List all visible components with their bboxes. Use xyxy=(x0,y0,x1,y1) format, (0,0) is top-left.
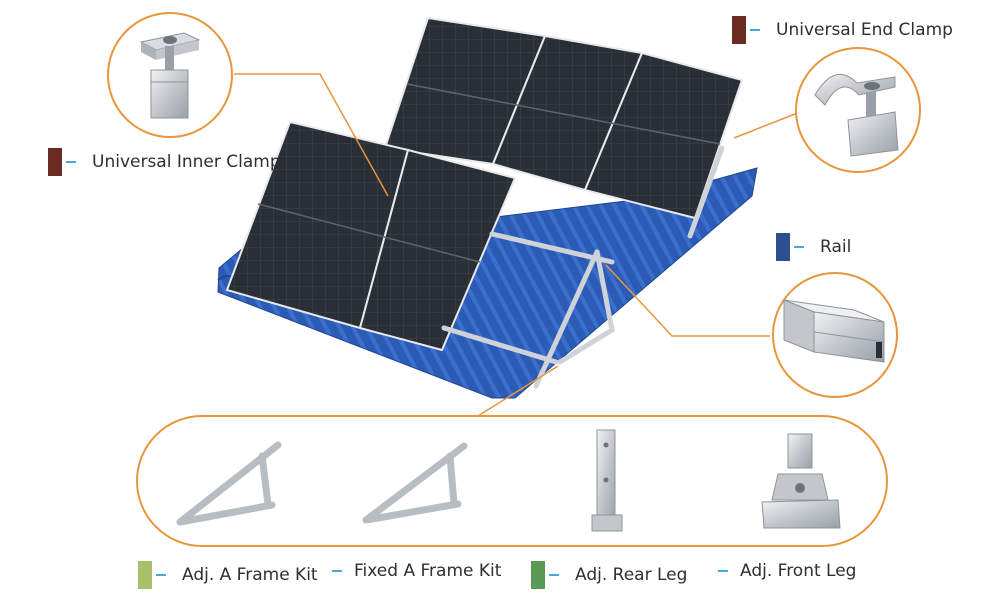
fixed-a-frame-icon xyxy=(362,442,468,524)
rail-dash xyxy=(794,246,804,248)
adj-rear-leg-label: Adj. Rear Leg xyxy=(575,565,688,585)
end-clamp-dash xyxy=(750,29,760,31)
end-clamp-label: Universal End Clamp xyxy=(776,20,953,40)
inner-clamp-swatch xyxy=(48,148,62,176)
adj-front-leg-dash xyxy=(718,570,728,572)
front-leg-icon xyxy=(761,433,841,529)
adj-a-frame-dash xyxy=(156,574,166,576)
back-row-panels xyxy=(383,16,744,220)
adj-a-frame-label: Adj. A Frame Kit xyxy=(182,565,318,585)
adj-front-leg-label: Adj. Front Leg xyxy=(740,561,857,581)
inner-clamp-label-group: Universal Inner Clamp xyxy=(48,148,281,176)
rail-swatch xyxy=(776,233,790,261)
mounting-structure xyxy=(441,145,725,389)
rail-label-group: Rail xyxy=(776,233,851,261)
callout-leaders xyxy=(234,73,801,417)
rail-callout xyxy=(772,272,898,398)
adj-rear-leg-swatch xyxy=(531,561,545,589)
fixed-a-frame-label-group: Fixed A Frame Kit xyxy=(332,561,501,581)
adj-a-frame-icon xyxy=(176,441,282,526)
inner-clamp-callout xyxy=(107,12,233,138)
front-row-panels xyxy=(225,120,517,352)
end-clamp-swatch xyxy=(732,16,746,44)
rail-label: Rail xyxy=(820,237,852,257)
inner-clamp-dash xyxy=(66,161,76,163)
adj-a-frame-swatch xyxy=(138,561,152,589)
rail-profile-icon xyxy=(783,299,885,363)
end-clamp-label-group: Universal End Clamp xyxy=(732,16,953,44)
fixed-a-frame-label: Fixed A Frame Kit xyxy=(354,561,502,581)
rear-leg-icon xyxy=(591,429,623,532)
accessory-panel xyxy=(136,415,888,547)
fixed-a-frame-dash xyxy=(332,570,342,572)
inner-clamp-label: Universal Inner Clamp xyxy=(92,152,281,172)
adj-front-leg-label-group: Adj. Front Leg xyxy=(718,561,856,581)
adj-a-frame-label-group: Adj. A Frame Kit xyxy=(138,561,318,589)
end-clamp-callout xyxy=(795,47,921,173)
inner-clamp-icon xyxy=(139,32,201,119)
adj-rear-leg-label-group: Adj. Rear Leg xyxy=(531,561,687,589)
adj-rear-leg-dash xyxy=(549,574,559,576)
end-clamp-icon xyxy=(814,73,899,157)
